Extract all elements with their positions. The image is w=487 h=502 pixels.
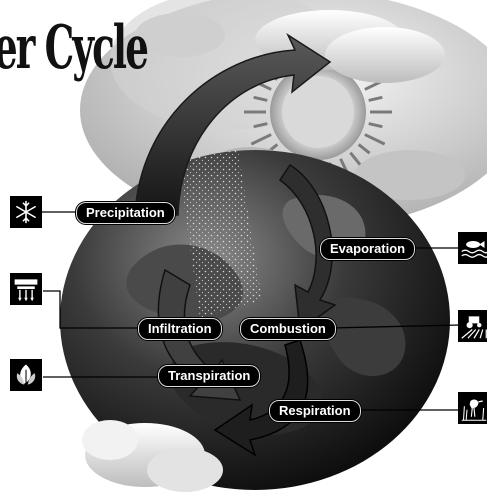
sun-ray: [253, 95, 268, 102]
sun-ray: [339, 158, 348, 173]
diagram-title: er Cycle: [0, 13, 149, 83]
sun-ray: [357, 143, 371, 155]
label-combustion: Combustion: [240, 318, 336, 340]
label-precipitation: Precipitation: [76, 202, 175, 224]
sun-ray: [364, 133, 386, 146]
label-transpiration: Transpiration: [158, 365, 261, 387]
snowflake-icon: [10, 196, 42, 228]
ground-cloud: [82, 420, 223, 492]
connector-lines: [35, 211, 461, 411]
bird-reeds-icon: [458, 392, 487, 424]
leaf-icon: [10, 359, 42, 391]
water-fish-icon: [458, 232, 487, 264]
label-evaporation: Evaporation: [320, 238, 416, 260]
sun-ray: [253, 122, 268, 129]
ground-water-icon: [10, 273, 42, 305]
tractor-field-icon: [458, 310, 487, 342]
sun-ray: [250, 133, 272, 146]
sky-clouds: [135, 10, 465, 200]
rain: [178, 150, 262, 318]
label-infiltration: Infiltration: [138, 318, 222, 340]
sun-ray: [368, 95, 383, 102]
label-respiration: Respiration: [269, 400, 361, 422]
sun-ray: [368, 122, 383, 129]
